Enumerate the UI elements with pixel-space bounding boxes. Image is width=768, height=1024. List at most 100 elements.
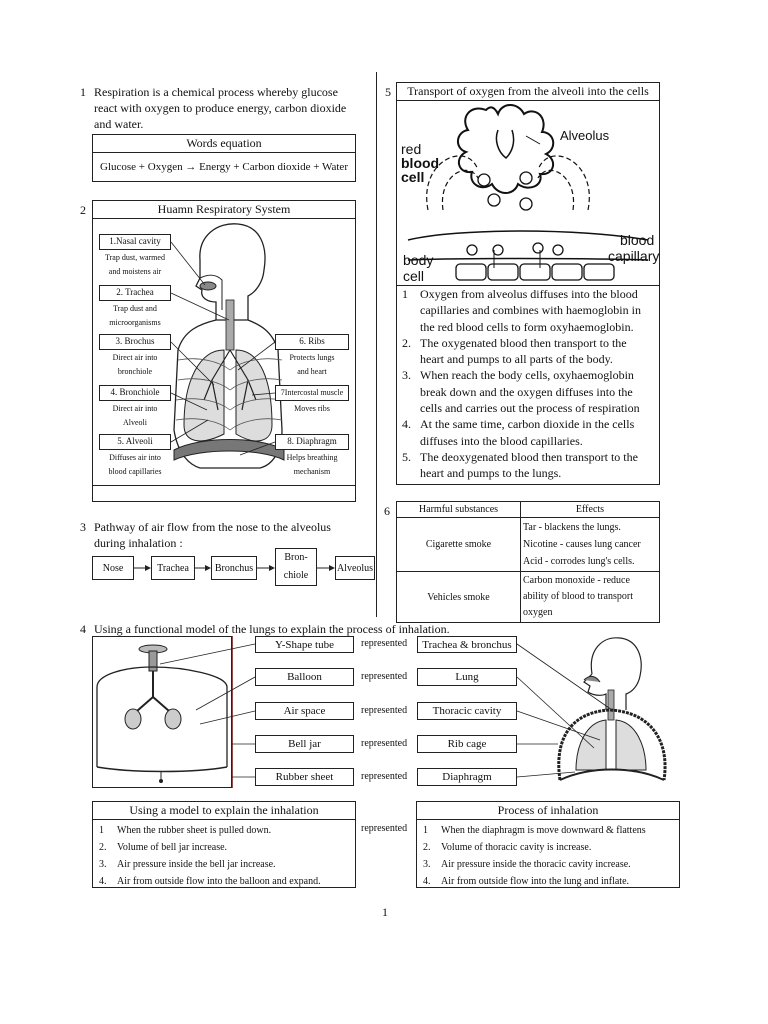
represented-label: represented [361, 738, 408, 749]
desc-line: Helps breathing [286, 453, 338, 462]
pathway-step-bronchus: Bronchus [211, 556, 257, 580]
red-border-line [232, 636, 233, 788]
step-item: 1 When the rubber sheet is pulled down. [99, 822, 355, 839]
section-3-text: Pathway of air flow from the nose to the… [94, 519, 374, 551]
desc-alveoli: Diffuses air into blood capillaries [96, 451, 174, 479]
section-5-number: 5 [385, 85, 391, 99]
pathway-step-trachea: Trachea [151, 556, 195, 580]
pathway-step-nose: Nose [92, 556, 134, 580]
desc-line: Moves ribs [294, 404, 330, 413]
label-diaphragm: 8. Diaphragm [275, 434, 349, 450]
effects-cell: Carbon monoxide - reduce ability of bloo… [520, 571, 660, 623]
table-row: Vehicles smoke Carbon monoxide - reduce … [396, 571, 660, 623]
model-part-y-shape-tube: Y-Shape tube [255, 636, 354, 653]
step-item: 3. When reach the body cells, oxyhaemogl… [402, 367, 657, 416]
represented-label: represented [361, 771, 408, 782]
words-equation-table: Words equation Glucose + Oxygen → Energy… [92, 134, 356, 182]
section-1-text: Respiration is a chemical process whereb… [94, 84, 374, 132]
model-part-rubber-sheet: Rubber sheet [255, 768, 354, 786]
inhalation-process-title: Process of inhalation [417, 802, 679, 820]
model-pointer-lines [159, 643, 613, 778]
section-4-number: 4 [80, 622, 86, 636]
step-line: The deoxygenated blood then transport to… [420, 449, 638, 464]
desc-line: Protects lungs [289, 353, 335, 362]
step-number: 2. [423, 842, 431, 853]
desc-line: Trap dust, warmed [105, 253, 165, 262]
represented-label: represented [361, 705, 408, 716]
desc-intercostal-muscle: Moves ribs [273, 402, 351, 416]
alveolus-diagram [407, 104, 649, 281]
body-part-thoracic-cavity: Thoracic cavity [417, 702, 517, 720]
section-6-number: 6 [384, 504, 390, 518]
step-text: Air pressure inside the thoracic cavity … [441, 859, 631, 870]
step-item: 1 When the diaphragm is move downward & f… [423, 822, 679, 839]
desc-line: mechanism [293, 467, 331, 476]
label-alveolus: Alveolus [560, 128, 610, 143]
desc-trachea: Trap dust and microorganisms [96, 302, 174, 330]
desc-diaphragm: Helps breathing mechanism [273, 451, 351, 479]
step-item: 4.Air from outside flow into the lung an… [423, 873, 679, 890]
inhalation-process-box: Process of inhalation 1 When the diaphrag… [416, 801, 680, 888]
step-number: 1 [423, 825, 428, 836]
respiratory-system-title: Huamn Respiratory System [93, 201, 355, 219]
step-line: diffuses into the blood capillaries. [420, 433, 583, 448]
represented-label: represented [361, 671, 408, 682]
desc-line: Direct air into [112, 353, 158, 362]
step-line: the red blood cells to form oxyhaemoglob… [420, 319, 634, 334]
respiratory-bottom-line [93, 485, 355, 486]
desc-line: and moistens air [108, 267, 162, 276]
step-item: 2. The oxygenated blood then transport t… [402, 335, 657, 368]
desc-line: Direct air into [112, 404, 158, 413]
substance-cell: Vehicles smoke [396, 571, 521, 623]
step-number: 1 [99, 825, 104, 836]
body-part-rib-cage: Rib cage [417, 735, 517, 753]
step-line: cells and carries out the process of res… [420, 401, 640, 416]
oxygen-transport-steps: 1 Oxygen from alveolus diffuses into the… [402, 286, 657, 482]
table-row: Cigarette smoke Tar - blackens the lungs… [396, 517, 660, 572]
step-line: Oxygen from alveolus diffuses into the b… [420, 287, 638, 301]
column-divider [376, 72, 377, 617]
desc-bronchus: Direct air into bronchiole [96, 351, 174, 379]
desc-nasal-cavity: Trap dust, warmed and moistens air [96, 251, 174, 279]
step-number: 4. [99, 876, 107, 887]
label-intercostal-muscle: 7Intercostal muscle [275, 385, 349, 401]
desc-bronchiole: Direct air into Alveoli [96, 402, 174, 430]
model-inhalation-title: Using a model to explain the inhalation [93, 802, 355, 820]
step-line: capillaries and combines with haemoglobi… [420, 303, 641, 318]
step-number: 1 [402, 287, 408, 301]
label-bronchus: 3. Brochus [99, 334, 171, 350]
step-text: Volume of bell jar increase. [117, 842, 228, 853]
oxygen-transport-title: Transport of oxygen from the alveoli int… [397, 83, 659, 101]
bell-jar-model-box [92, 636, 232, 788]
section-1-line: Respiration is a chemical process whereb… [94, 85, 338, 99]
label-capillary: capillary [608, 248, 660, 264]
pathway-step-alveolus: Alveolus [335, 556, 375, 580]
oxygen-diagram-divider [397, 285, 659, 286]
step-number: 4. [402, 417, 411, 432]
step-item: 4.Air from outside flow into the balloon… [99, 873, 355, 890]
respiratory-system-box: Huamn Respiratory System [92, 200, 356, 502]
effect-line: Acid - corrodes lung's cells. [523, 556, 635, 567]
step-item: 5. The deoxygenated blood then transport… [402, 449, 657, 482]
step-number: 3. [423, 859, 431, 870]
step-text: Air from outside flow into the lung and … [441, 876, 630, 887]
model-part-air-space: Air space [255, 702, 354, 720]
step-text: When the diaphragm is move downward & fl… [441, 825, 646, 836]
represented-label: represented [361, 638, 408, 649]
step-text: When the rubber sheet is pulled down. [117, 825, 272, 836]
step-number: 2. [99, 842, 107, 853]
effect-line: Tar - blackens the lungs. [523, 522, 621, 533]
model-part-balloon: Balloon [255, 668, 354, 686]
desc-line: Alveoli [123, 418, 147, 427]
section-2-number: 2 [80, 203, 86, 217]
respiratory-system-diagram [173, 223, 285, 469]
step-text: Volume of thoracic cavity is increase. [441, 842, 592, 853]
bell-jar-diagram [96, 644, 228, 783]
label-alveoli: 5. Alveoli [99, 434, 171, 450]
step-line: heart and pumps to all parts of the body… [420, 352, 613, 367]
effect-line: oxygen [523, 607, 553, 618]
step-text: Air pressure inside the bell jar increas… [117, 859, 276, 870]
section-3-number: 3 [80, 520, 86, 534]
step-number: 5. [402, 449, 411, 464]
section-1-line: react with oxygen to produce energy, car… [94, 101, 347, 115]
